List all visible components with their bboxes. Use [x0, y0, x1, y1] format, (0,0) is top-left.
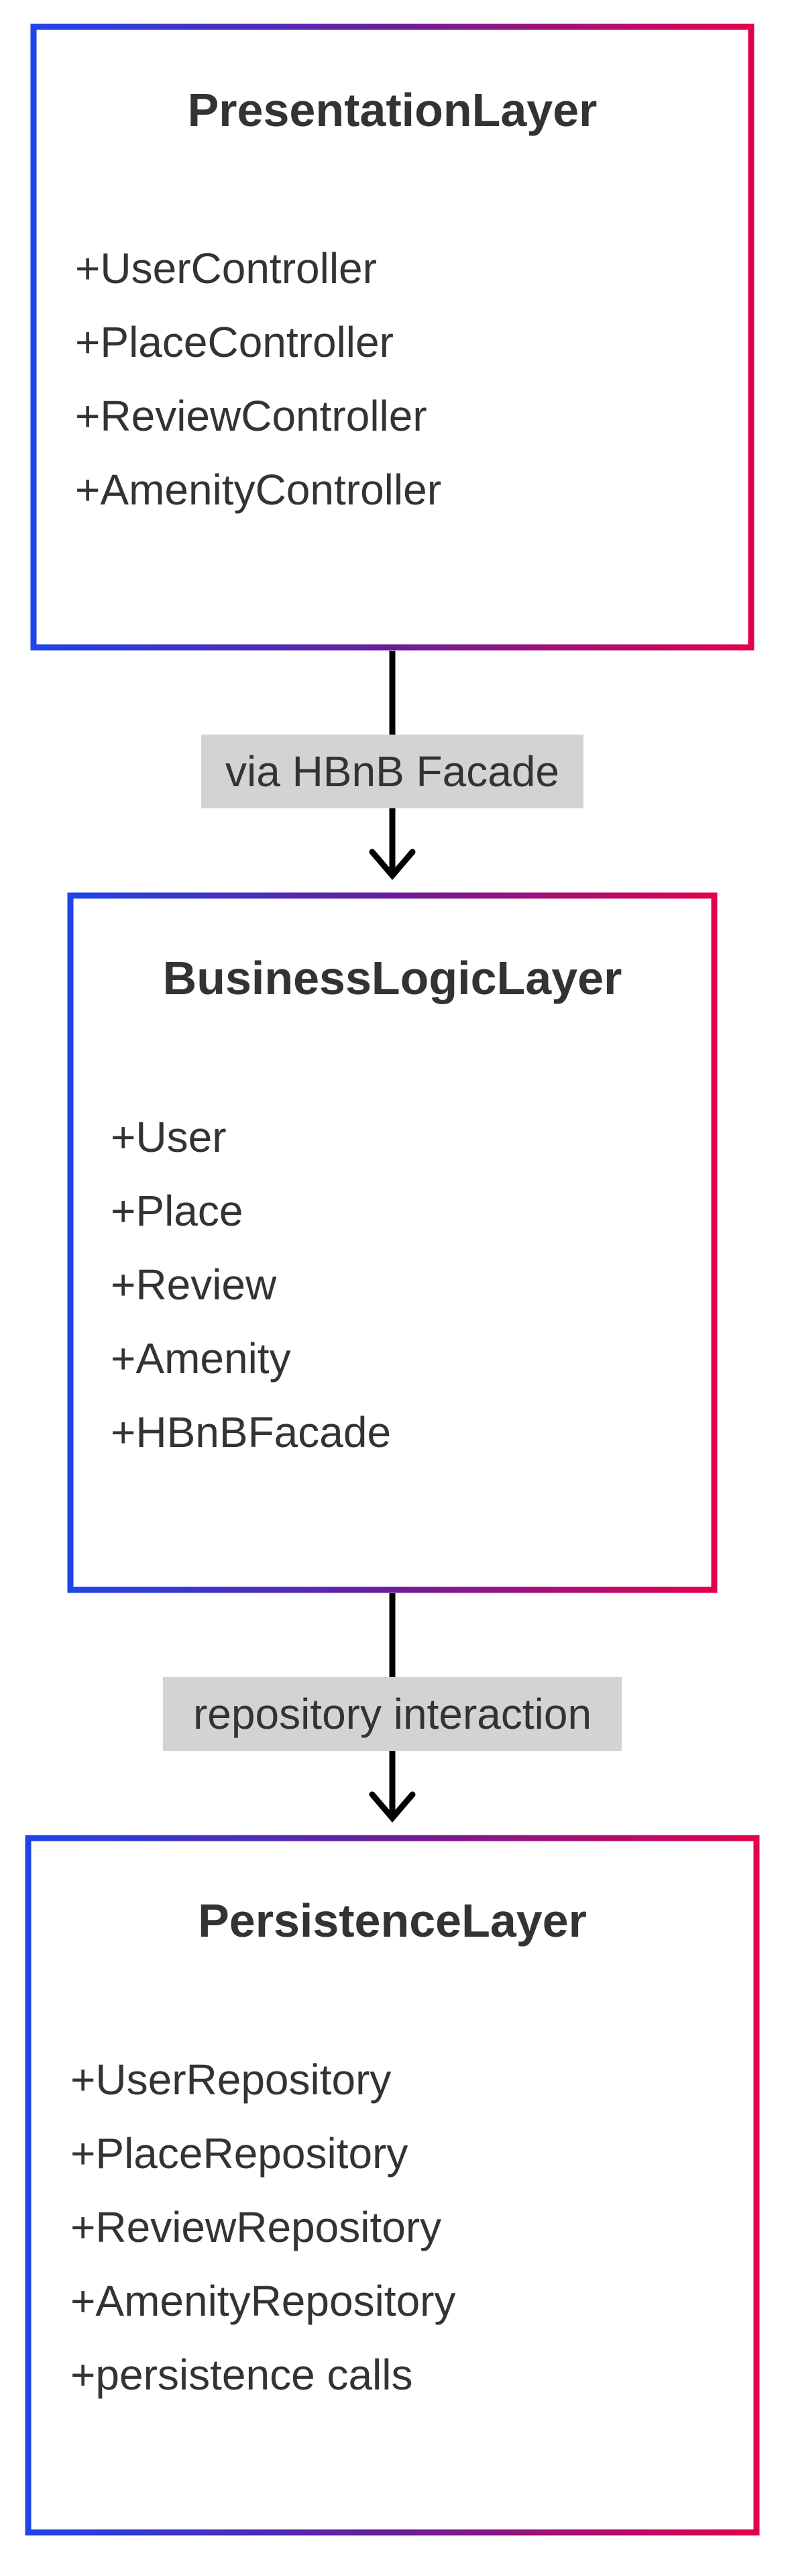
class-member: +Place	[111, 1187, 243, 1235]
edge-label: via HBnB Facade	[225, 747, 559, 796]
class-member: +HBnBFacade	[111, 1408, 391, 1456]
arrowhead-icon	[369, 849, 416, 880]
class-box-border	[67, 892, 718, 1593]
relation-business-to-persistence: repository interaction	[163, 1593, 622, 1823]
class-member: +AmenityRepository	[70, 2277, 455, 2325]
class-member: +UserRepository	[70, 2055, 391, 2104]
class-box-border	[30, 23, 754, 651]
arrowhead-icon	[369, 1791, 416, 1823]
class-member: +PlaceController	[75, 318, 394, 366]
class-persistence-layer[interactable]: PersistenceLayer +UserRepository +PlaceR…	[25, 1835, 760, 2536]
class-member: +Amenity	[111, 1334, 291, 1383]
class-member: +ReviewController	[75, 392, 427, 440]
class-presentation-layer[interactable]: PresentationLayer +UserController +Place…	[30, 23, 754, 651]
edge-label: repository interaction	[193, 1690, 592, 1738]
class-business-logic-layer[interactable]: BusinessLogicLayer +User +Place +Review …	[67, 892, 718, 1593]
class-title: PresentationLayer	[188, 84, 598, 136]
class-title: PersistenceLayer	[198, 1894, 587, 1947]
class-member: +AmenityController	[75, 466, 441, 514]
class-member: +UserController	[75, 244, 377, 292]
class-member: +persistence calls	[70, 2351, 412, 2399]
class-title: BusinessLogicLayer	[163, 952, 622, 1004]
class-box-border	[25, 1835, 760, 2536]
class-member: +User	[111, 1113, 227, 1161]
class-member: +ReviewRepository	[70, 2203, 441, 2251]
class-member: +Review	[111, 1260, 277, 1309]
class-member: +PlaceRepository	[70, 2129, 408, 2178]
edge-label-background	[163, 1677, 622, 1751]
relation-presentation-to-business: via HBnB Facade	[201, 651, 583, 880]
edge-label-background	[201, 735, 583, 808]
